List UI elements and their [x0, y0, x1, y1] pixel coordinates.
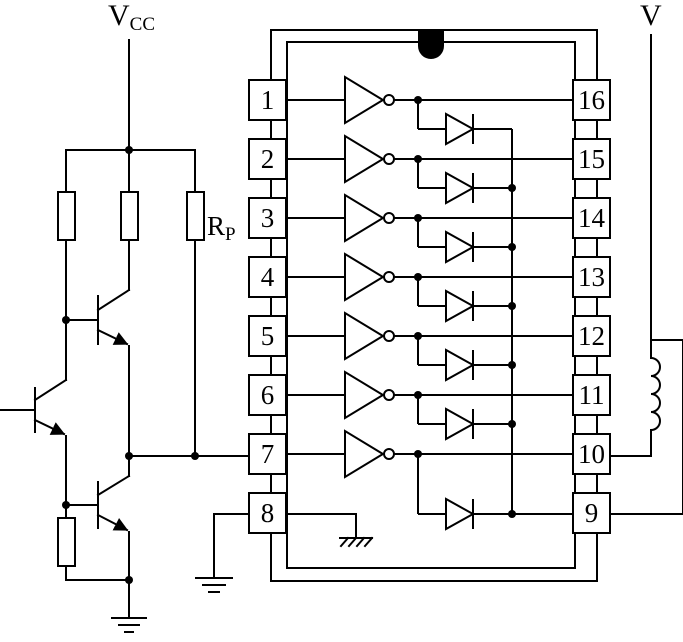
inverter-gate [344, 252, 385, 302]
pin-label: 2 [261, 144, 275, 174]
inverter-bubble [383, 389, 395, 401]
pin-label: 7 [261, 439, 275, 469]
pin-16 [572, 79, 611, 121]
inverter-bubble [383, 448, 395, 460]
diode [445, 171, 476, 205]
pin-5 [248, 315, 287, 357]
diode [445, 348, 476, 382]
pin-label: 10 [578, 439, 605, 469]
pin-label: 3 [261, 203, 275, 233]
inverter-bubble [383, 330, 395, 342]
pin-label: 15 [578, 144, 605, 174]
resistor-1 [57, 191, 76, 241]
pin-label: 1 [261, 85, 275, 115]
inverter-gate [344, 75, 385, 125]
resistor-2 [120, 191, 139, 241]
pin-label: 13 [578, 262, 605, 292]
internal-ground [285, 513, 374, 548]
pin-label: 4 [261, 262, 275, 292]
pin-15 [572, 138, 611, 180]
diode [445, 112, 476, 146]
pin8-ground [195, 513, 250, 593]
inverter-gate [344, 311, 385, 361]
diode [445, 407, 476, 441]
inverter-bubble [383, 271, 395, 283]
diode [445, 497, 476, 531]
inverter-gate [344, 370, 385, 420]
driver-chip: 1 16 2 15 3 14 4 13 5 12 6 11 7 10 8 9 [248, 29, 611, 582]
pin-label: 16 [578, 85, 605, 115]
pin-label: 9 [585, 498, 599, 528]
inverter-gate [344, 193, 385, 243]
pin-1 [248, 79, 287, 121]
pin-10 [572, 433, 611, 475]
pin-label: 12 [578, 321, 605, 351]
chip-notch [418, 30, 444, 59]
vcc-label: VCC [108, 0, 155, 35]
resistor-3 [57, 517, 76, 567]
inverter-bubble [383, 153, 395, 165]
load-supply-label: V [640, 0, 662, 32]
load-circuit: V [609, 0, 683, 515]
inverter-bubble [383, 94, 395, 106]
pin-13 [572, 256, 611, 298]
pin-8 [248, 492, 287, 534]
diode [445, 230, 476, 264]
inverter-bubble [383, 212, 395, 224]
pin-12 [572, 315, 611, 357]
pin-label: 5 [261, 321, 275, 351]
coil-symbol [649, 356, 661, 432]
pin-2 [248, 138, 287, 180]
pin-label: 8 [261, 498, 275, 528]
inverter-gate [344, 429, 385, 479]
inverter-gate [344, 134, 385, 184]
rp-label: RP [207, 211, 236, 245]
pin-label: 14 [578, 203, 606, 233]
resistor-rp [186, 191, 205, 241]
pin-label: 11 [579, 380, 605, 410]
pin-7 [248, 433, 287, 475]
driver-circuit: VCC RP [0, 0, 250, 633]
pin-label: 6 [261, 380, 275, 410]
pin-3 [248, 197, 287, 239]
diode [445, 289, 476, 323]
ground-symbol [111, 617, 147, 633]
